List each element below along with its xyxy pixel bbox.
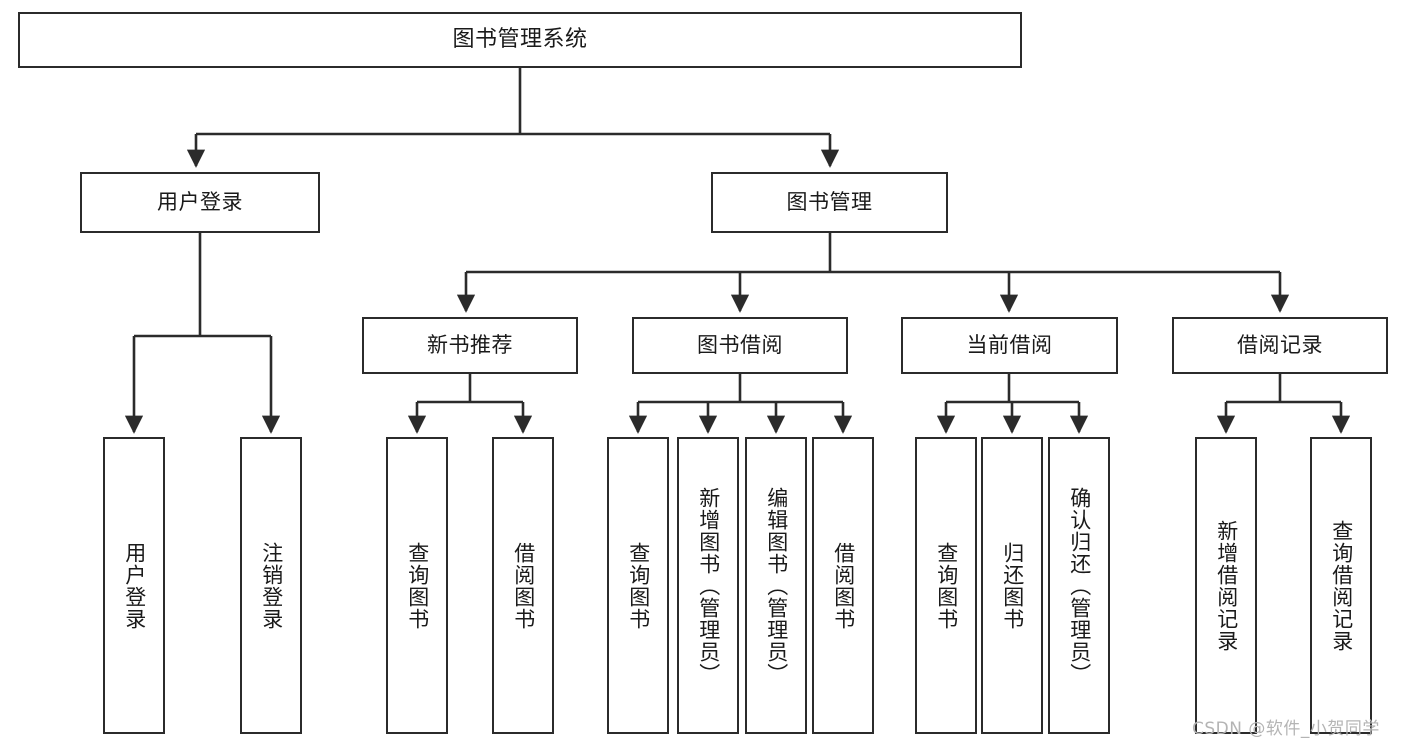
leaf-add-borrow-record[interactable]: 新增借阅记录 [1195,437,1257,734]
leaf-confirm-return[interactable]: 确认归还（管理员） [1048,437,1110,734]
node-label: 查询图书 [626,541,651,630]
node-label: 新增借阅记录 [1214,519,1239,652]
leaf-logout[interactable]: 注销登录 [240,437,302,734]
node-label: 图书借阅 [697,332,783,357]
node-label: 查询图书 [934,541,959,630]
node-new-book-recommendation[interactable]: 新书推荐 [362,317,578,374]
leaf-return-book[interactable]: 归还图书 [981,437,1043,734]
node-book-management[interactable]: 图书管理 [711,172,948,233]
node-book-borrowing[interactable]: 图书借阅 [632,317,848,374]
node-label: 注销登录 [259,541,284,630]
node-book-management-system[interactable]: 图书管理系统 [18,12,1022,68]
leaf-user-login[interactable]: 用户登录 [103,437,165,734]
node-label: 查询图书 [405,541,430,630]
node-label: 查询借阅记录 [1329,519,1354,652]
node-label: 新增图书（管理员） [696,486,721,685]
leaf-query-book-2[interactable]: 查询图书 [607,437,669,734]
node-label: 编辑图书（管理员） [764,486,789,685]
node-label: 当前借阅 [966,332,1053,357]
node-label: 借阅图书 [831,541,856,630]
leaf-query-book-1[interactable]: 查询图书 [386,437,448,734]
node-label: 图书管理系统 [452,26,588,52]
node-borrowing-record[interactable]: 借阅记录 [1172,317,1388,374]
node-label: 归还图书 [1000,541,1025,630]
node-label: 图书管理 [786,189,873,214]
leaf-borrow-book-2[interactable]: 借阅图书 [812,437,874,734]
node-label: 确认归还（管理员） [1067,486,1092,685]
leaf-query-borrow-record[interactable]: 查询借阅记录 [1310,437,1372,734]
leaf-add-book[interactable]: 新增图书（管理员） [677,437,739,734]
node-current-borrowing[interactable]: 当前借阅 [901,317,1118,374]
node-label: 新书推荐 [427,332,513,357]
node-user-login[interactable]: 用户登录 [80,172,320,233]
leaf-query-book-3[interactable]: 查询图书 [915,437,977,734]
node-label: 借阅图书 [511,541,536,630]
leaf-borrow-book-1[interactable]: 借阅图书 [492,437,554,734]
leaf-edit-book[interactable]: 编辑图书（管理员） [745,437,807,734]
node-label: 用户登录 [122,541,147,630]
node-label: 借阅记录 [1237,332,1323,357]
node-label: 用户登录 [157,189,243,214]
